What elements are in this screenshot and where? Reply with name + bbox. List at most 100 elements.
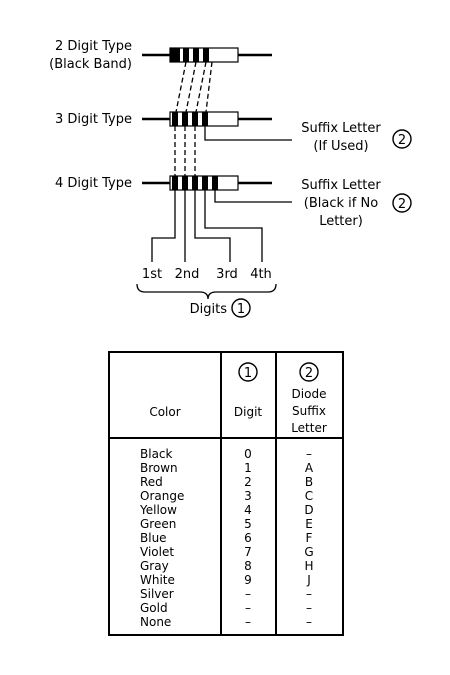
cell-suffix-letter: F	[306, 531, 313, 545]
table-row: White 9 J	[140, 573, 311, 587]
cell-suffix-letter: –	[306, 601, 312, 615]
two-digit-type-label: 2 Digit Type	[55, 39, 132, 54]
cell-color: White	[140, 573, 175, 587]
color-band	[203, 48, 209, 62]
cell-color: Orange	[140, 489, 184, 503]
digit-label-1st: 1st	[142, 267, 162, 282]
cell-color: Green	[140, 517, 176, 531]
cell-color: Violet	[140, 545, 174, 559]
table-row: Blue 6 F	[140, 531, 313, 545]
color-band	[183, 48, 189, 62]
cell-color: Gray	[140, 559, 169, 573]
marker-circle	[392, 193, 412, 213]
cell-digit: –	[245, 601, 251, 615]
table-row: Brown 1 A	[140, 461, 314, 475]
cell-color: None	[140, 615, 171, 629]
cell-digit: 6	[244, 531, 252, 545]
color-band	[212, 176, 218, 190]
band-alignment-dashes-upper	[175, 61, 213, 113]
table-row: Orange 3 C	[140, 489, 313, 503]
suffix-black-sublabel-2: Letter)	[319, 214, 363, 229]
color-band	[182, 176, 188, 190]
color-band	[182, 112, 188, 126]
color-band	[202, 112, 208, 126]
header-digit: Digit	[234, 405, 263, 419]
marker-circle	[231, 298, 251, 318]
suffix-used-label: Suffix Letter	[301, 121, 381, 136]
three-digit-diode	[142, 111, 272, 127]
three-digit-type-label: 3 Digit Type	[55, 112, 132, 127]
header-suffix-line1: Diode	[292, 387, 327, 401]
digits-marker: 1	[237, 302, 245, 317]
color-band	[172, 112, 178, 126]
marker-circle	[392, 129, 412, 149]
cell-suffix-letter: –	[306, 447, 312, 461]
band-alignment-dashes-lower	[174, 126, 196, 176]
two-digit-type-sublabel: (Black Band)	[49, 57, 132, 72]
table-row: Gold – –	[140, 601, 312, 615]
cell-suffix-letter: E	[305, 517, 313, 531]
header-suffix-line2: Suffix	[292, 404, 326, 418]
cell-digit: 0	[244, 447, 252, 461]
table-row: Silver – –	[140, 587, 312, 601]
four-digit-diode	[142, 175, 272, 191]
cell-digit: 2	[244, 475, 252, 489]
cell-digit: 8	[244, 559, 252, 573]
suffix-black-marker: 2	[398, 197, 406, 212]
digit-label-3rd: 3rd	[216, 267, 238, 282]
suffix-used-marker: 2	[398, 133, 406, 148]
table-frame	[108, 351, 344, 636]
marker-circle	[238, 362, 258, 382]
color-code-table: Color 1 Digit 2 Diode Suffix Letter Blac…	[108, 351, 344, 636]
cell-color: Red	[140, 475, 163, 489]
four-digit-type-label: 4 Digit Type	[55, 176, 132, 191]
marker-circle	[299, 362, 319, 382]
cell-digit: –	[245, 615, 251, 629]
cell-suffix-letter: C	[305, 489, 313, 503]
digits-brace	[136, 283, 277, 300]
header-digit-marker: 1	[244, 366, 252, 381]
cell-digit: 3	[244, 489, 252, 503]
cell-suffix-letter: B	[305, 475, 313, 489]
color-band	[192, 112, 198, 126]
table-row: Yellow 4 D	[139, 503, 314, 517]
cell-digit: –	[245, 587, 251, 601]
cell-suffix-letter: –	[306, 587, 312, 601]
table-row: Green 5 E	[140, 517, 313, 531]
cell-suffix-letter: –	[306, 615, 312, 629]
cell-color: Brown	[140, 461, 178, 475]
digit-label-4th: 4th	[250, 267, 272, 282]
cell-color: Silver	[140, 587, 174, 601]
cell-digit: 4	[244, 503, 252, 517]
digit-label-2nd: 2nd	[175, 267, 200, 282]
cell-suffix-letter: J	[306, 573, 311, 587]
suffix-black-leader	[214, 190, 292, 203]
header-suffix-line3: Letter	[291, 421, 327, 435]
table-row: None – –	[140, 615, 312, 629]
cell-digit: 9	[244, 573, 252, 587]
color-band	[172, 176, 178, 190]
cell-color: Gold	[140, 601, 168, 615]
cell-suffix-letter: D	[304, 503, 313, 517]
suffix-used-sublabel: (If Used)	[313, 139, 368, 154]
color-band	[170, 48, 180, 62]
cell-color: Blue	[140, 531, 167, 545]
cell-suffix-letter: A	[305, 461, 314, 475]
two-digit-diode	[142, 47, 272, 63]
color-band	[193, 48, 199, 62]
color-band	[202, 176, 208, 190]
suffix-black-label: Suffix Letter	[301, 178, 381, 193]
digit-leaders	[151, 190, 263, 262]
cell-digit: 5	[244, 517, 252, 531]
color-band	[192, 176, 198, 190]
cell-digit: 7	[244, 545, 252, 559]
header-color: Color	[149, 405, 180, 419]
cell-color: Yellow	[139, 503, 177, 517]
digits-caption: Digits	[190, 302, 228, 317]
table-row: Red 2 B	[140, 475, 313, 489]
cell-digit: 1	[244, 461, 252, 475]
